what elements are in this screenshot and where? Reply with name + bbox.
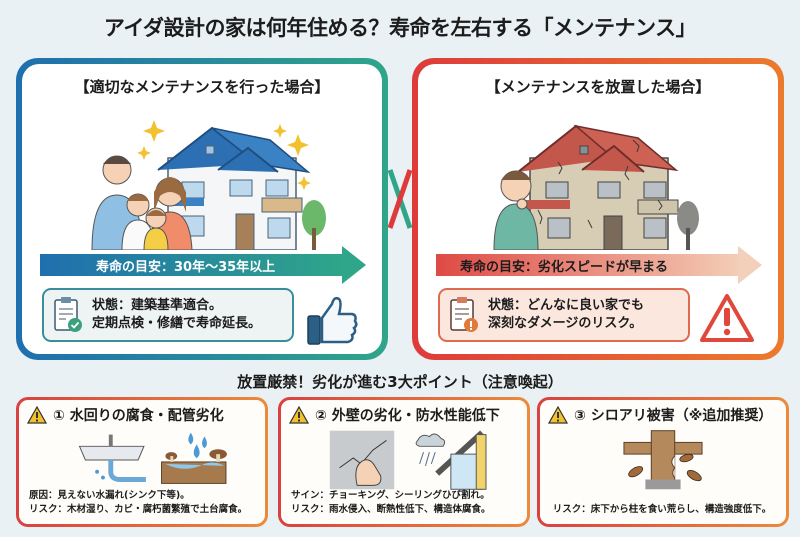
status-box: 状態：建築基準適合。 定期点検・修繕で寿命延長。 <box>42 288 294 342</box>
damaged-house-illustration <box>493 124 699 250</box>
card-heading: ① 水回りの腐食・配管劣化 <box>53 408 224 424</box>
status-box: 状態：どんなに良い家でも 深刻なダメージのリスク。 <box>438 288 690 342</box>
status-line-1: 状態：建築基準適合。 <box>92 298 223 313</box>
section-title: 放置厳禁！劣化が進む3大ポイント（注意喚起） <box>237 373 563 391</box>
panel-maintained: 【適切なメンテナンスを行った場合】 <box>16 58 388 360</box>
point-card-exterior-wall: ② 外壁の劣化・防水性能低下 サイン：チョーキング、シーリングひび割れ。 リスク… <box>278 397 530 527</box>
lifespan-label: 寿命の目安：30年～35年以上 <box>40 254 342 276</box>
lifespan-arrow: 寿命の目安：劣化スピードが早まる <box>436 246 762 284</box>
point-card-plumbing: ① 水回りの腐食・配管劣化 原因：見えない水漏れ(シンク下等)。 リスク：木材湿… <box>16 397 268 527</box>
card-line-1: リスク：床下から柱を食い荒らし、構造強度低下。 <box>552 504 772 515</box>
panel-neglected: 【メンテナンスを放置した場合】 <box>412 58 784 360</box>
clipboard-check-icon <box>54 297 82 332</box>
warning-icon <box>548 406 568 424</box>
wall-crack-rain-illustration <box>329 430 487 490</box>
worried-person-icon <box>493 170 539 250</box>
clipboard-alert-icon <box>450 297 478 332</box>
happy-family-house-illustration <box>91 120 326 250</box>
status-line-1: 状態：どんなに良い家でも <box>488 298 645 313</box>
point-card-termite: ③ シロアリ被害（※追加推奨） リスク：床下から柱を食い荒らし、構造強度低下。 <box>537 397 789 527</box>
warning-icon <box>27 406 47 424</box>
card-line-2: リスク：雨水侵入、断熱性低下、構造体腐食。 <box>291 504 491 515</box>
card-heading: ② 外壁の劣化・防水性能低下 <box>315 408 500 424</box>
card-heading: ③ シロアリ被害（※追加推奨） <box>574 408 773 424</box>
card-line-1: サイン：チョーキング、シーリングひび割れ。 <box>291 490 490 501</box>
status-line-2: 定期点検・修繕で寿命延長。 <box>92 316 262 331</box>
panel-title: 【適切なメンテナンスを行った場合】 <box>74 78 330 96</box>
panel-connector <box>388 169 412 229</box>
page-title: アイダ設計の家は何年住める？寿命を左右する「メンテナンス」 <box>103 16 697 40</box>
family-icon <box>91 155 193 250</box>
lifespan-arrow: 寿命の目安：30年～35年以上 <box>40 246 366 284</box>
sink-leak-illustration <box>78 432 227 484</box>
sparkle-icon <box>137 120 311 190</box>
card-line-1: 原因：見えない水漏れ(シンク下等)。 <box>29 490 190 501</box>
thumbs-up-icon <box>307 296 358 345</box>
card-line-2: リスク：木材湿り、カビ・腐朽菌繁殖で土台腐食。 <box>29 504 248 515</box>
warning-icon <box>289 406 309 424</box>
panel-title: 【メンテナンスを放置した場合】 <box>485 78 711 96</box>
lifespan-label: 寿命の目安：劣化スピードが早まる <box>436 254 738 276</box>
status-line-2: 深刻なダメージのリスク。 <box>488 316 643 331</box>
warning-icon <box>700 294 754 342</box>
termite-pillar-illustration <box>623 430 703 490</box>
